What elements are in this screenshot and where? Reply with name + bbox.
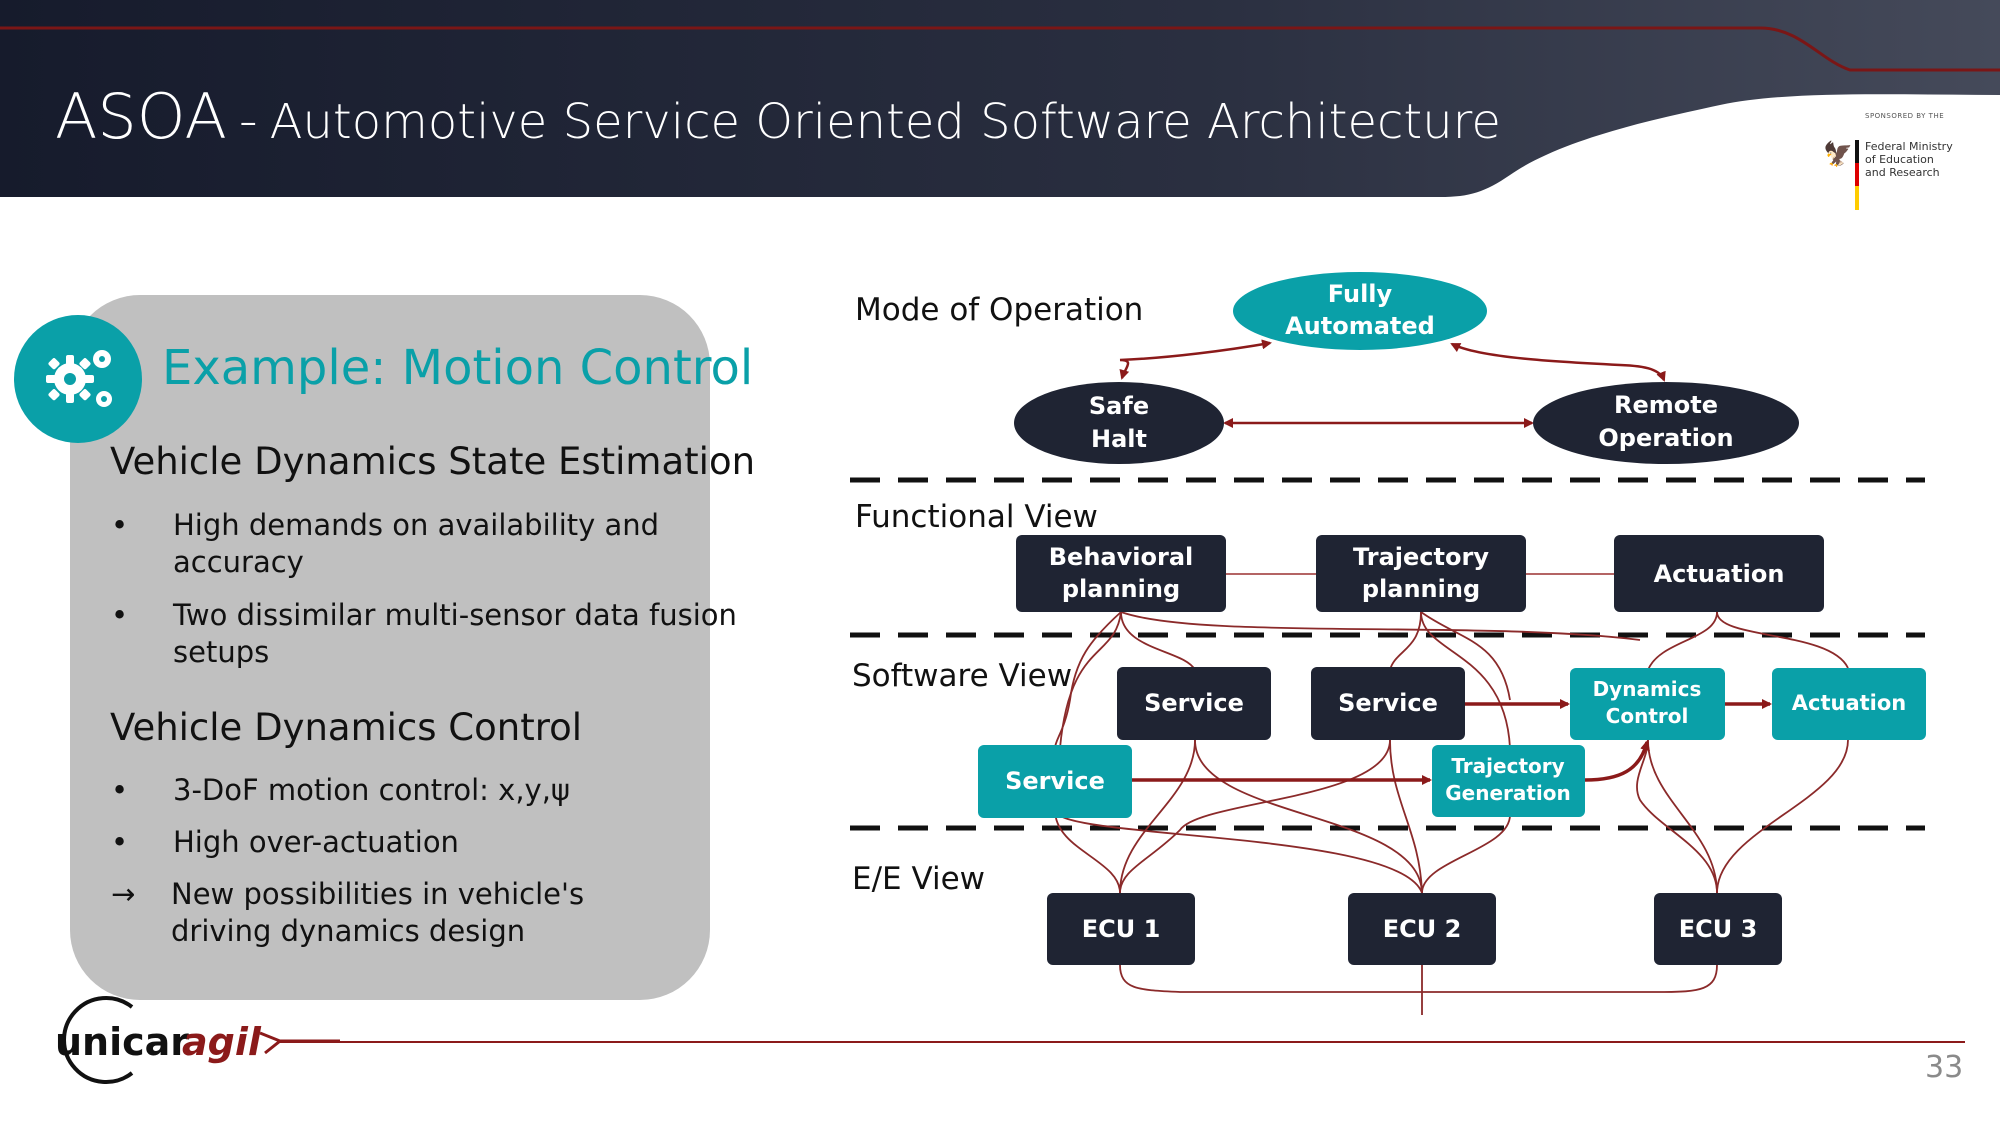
bullet-mark: •: [111, 508, 129, 542]
bullet-mark: •: [111, 825, 129, 859]
functional-trajectory-planning: Trajectory planning: [1316, 535, 1526, 612]
ecu-2: ECU 2: [1348, 893, 1496, 965]
ecu-3: ECU 3: [1654, 893, 1782, 965]
bullet-line: 3-DoF motion control: x,y,ψ: [173, 773, 571, 807]
software-dataflow: [1132, 699, 1772, 785]
mode-transitions: [1119, 339, 1666, 428]
gear-badge: [14, 315, 142, 443]
mode-label: Operation: [1598, 424, 1733, 452]
software-trajectory-generation: Trajectory Generation: [1432, 745, 1585, 817]
mode-safe-halt: Safe Halt: [1014, 382, 1224, 464]
flag-stripe: [1855, 140, 1859, 210]
block-label: planning: [1362, 575, 1480, 603]
header-background: [0, 0, 2000, 197]
mode-label: Automated: [1285, 312, 1435, 340]
logo-text-b: agil: [182, 1020, 262, 1064]
logo-text-a: unicar: [55, 1020, 189, 1064]
logo-ring: [62, 996, 134, 1084]
block-label: Dynamics: [1593, 677, 1702, 701]
sponsor-text: Federal Ministry of Education and Resear…: [1865, 140, 1953, 179]
software-service-b: Service: [1311, 667, 1465, 740]
page-number: 33: [1925, 1050, 1964, 1085]
software-actuation: Actuation: [1772, 668, 1926, 740]
bullet-line: accuracy: [173, 545, 304, 579]
ecu-bus: [1119, 964, 1718, 1015]
layer-separators: [850, 477, 1925, 831]
ecu-label: ECU 3: [1679, 915, 1758, 943]
mode-label: Fully: [1328, 280, 1393, 308]
layer-label-software: Software View: [852, 658, 1072, 694]
bullet-possibilities: → New possibilities in vehicle's driving…: [111, 876, 585, 950]
bullet-line: New possibilities in vehicle's: [171, 877, 585, 911]
block-label: Service: [1005, 767, 1105, 795]
block-label: Actuation: [1654, 560, 1785, 588]
block-label: Service: [1144, 689, 1244, 717]
bullet-line: High demands on availability and: [173, 508, 660, 542]
block-label: Trajectory: [1353, 543, 1489, 571]
mapping-curves: [1054, 611, 1849, 894]
mode-label: Halt: [1091, 425, 1147, 453]
functional-actuation: Actuation: [1614, 535, 1824, 612]
layer-label-ee: E/E View: [852, 861, 985, 897]
bullet-line: High over-actuation: [173, 825, 459, 859]
flow-trajgen-to-dynamics: [1584, 740, 1650, 782]
title-acronym: ASOA: [55, 80, 227, 153]
bullet-availability: • High demands on availability and accur…: [111, 507, 660, 581]
transition-fully-safe: [1119, 339, 1272, 380]
layer-label-mode: Mode of Operation: [855, 292, 1143, 328]
layer-label-functional: Functional View: [855, 499, 1098, 535]
gears-icon: [46, 350, 112, 407]
block-label: Behavioral: [1049, 543, 1193, 571]
bullet-dof: • 3-DoF motion control: x,y,ψ: [111, 772, 571, 809]
block-label: Generation: [1445, 781, 1571, 805]
ecu-label: ECU 1: [1082, 915, 1161, 943]
arrow-right-icon: →: [111, 877, 136, 911]
unicaragil-logo: unicar agil: [55, 996, 340, 1084]
block-label: Trajectory: [1451, 754, 1564, 778]
bullet-line: driving dynamics design: [171, 914, 526, 948]
bullet-sensor-fusion: • Two dissimilar multi-sensor data fusio…: [111, 597, 737, 671]
eagle-icon: 🦅: [1823, 140, 1853, 168]
title-subtitle: Automotive Service Oriented Software Arc…: [269, 94, 1501, 150]
motion-control-card: [70, 295, 710, 1000]
sponsor-caption: SPONSORED BY THE: [1865, 112, 1945, 120]
sponsor-line-2: of Education: [1865, 153, 1934, 166]
card-title: Example: Motion Control: [162, 340, 754, 396]
ecu-label: ECU 2: [1383, 915, 1462, 943]
sponsor-line-1: Federal Ministry: [1865, 140, 1953, 153]
bullet-line: setups: [173, 635, 270, 669]
block-label: Control: [1606, 704, 1689, 728]
functional-behavioral-planning: Behavioral planning: [1016, 535, 1226, 612]
bullet-mark: •: [111, 773, 129, 807]
bullet-line: Two dissimilar multi-sensor data fusion: [173, 598, 737, 632]
sponsor-logo: SPONSORED BY THE 🦅 Federal Ministry of E…: [1815, 104, 1965, 214]
section-dynamics-control: Vehicle Dynamics Control: [110, 706, 583, 749]
software-dynamics-control: Dynamics Control: [1570, 668, 1725, 740]
block-label: Actuation: [1792, 691, 1906, 715]
section-state-estimation: Vehicle Dynamics State Estimation: [110, 440, 756, 483]
page-title: ASOA-Automotive Service Oriented Softwar…: [55, 80, 1501, 153]
bullet-over-actuation: • High over-actuation: [111, 824, 459, 861]
header-banner: [0, 0, 2000, 197]
header-accent-line: [0, 26, 2000, 72]
mode-remote-operation: Remote Operation: [1533, 382, 1799, 464]
title-dash: -: [238, 91, 258, 151]
sponsor-line-3: and Research: [1865, 166, 1940, 179]
block-label: planning: [1062, 575, 1180, 603]
mode-label: Remote: [1614, 391, 1718, 419]
transition-fully-remote: [1450, 342, 1666, 382]
logo-swoosh: [259, 1031, 340, 1055]
software-service-a: Service: [1117, 667, 1271, 740]
bullet-mark: •: [111, 598, 129, 632]
mode-fully-automated: Fully Automated: [1233, 272, 1487, 350]
block-label: Service: [1338, 689, 1438, 717]
mode-label: Safe: [1089, 392, 1149, 420]
ecu-1: ECU 1: [1047, 893, 1195, 965]
software-service-c: Service: [978, 745, 1132, 818]
